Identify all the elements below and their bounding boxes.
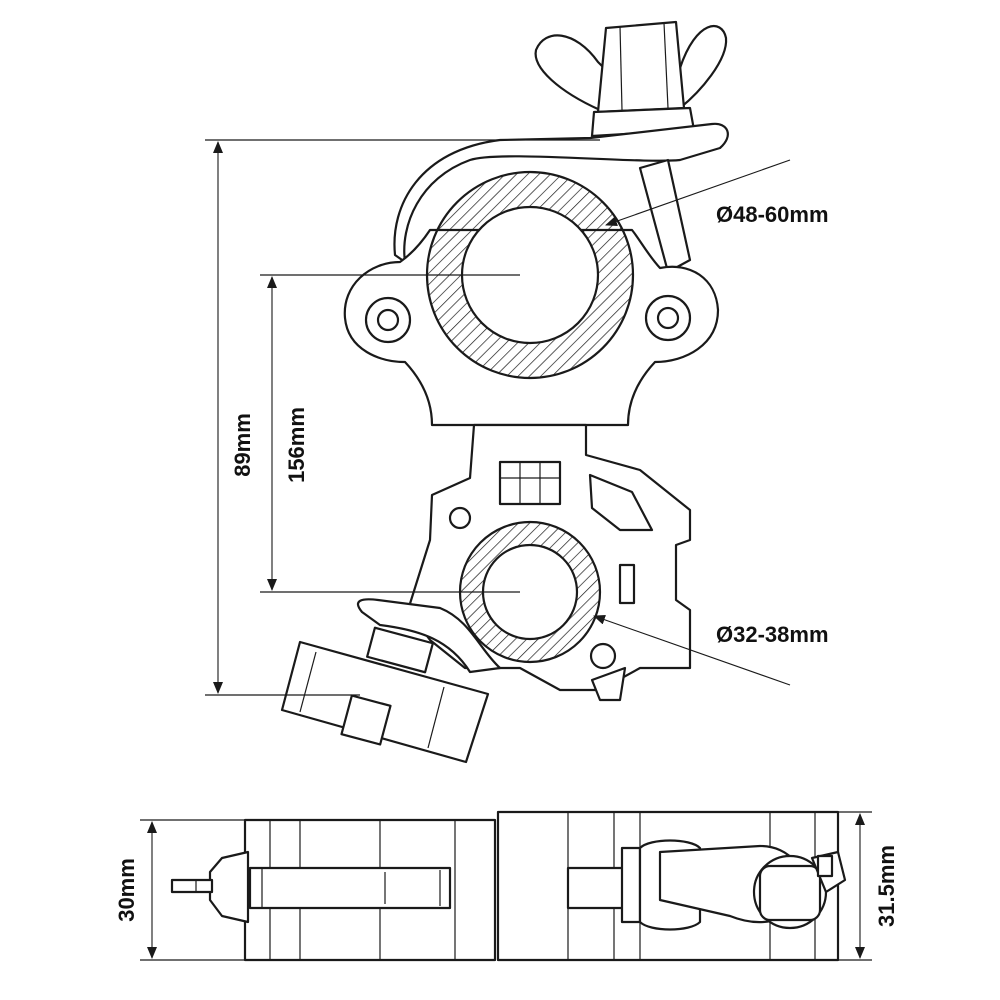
leader-lines [593, 159, 791, 686]
label-outer-tube: Ø48-60mm [716, 202, 829, 227]
tube-section-large [425, 170, 635, 380]
lower-lever [356, 598, 502, 674]
dimension-arrows-front [213, 141, 277, 694]
wing-nut-bottom [280, 626, 490, 764]
wing-nut-top [534, 20, 728, 138]
centerlines [205, 139, 600, 696]
label-inner-tube: Ø32-38mm [716, 622, 829, 647]
front-view: Ø48-60mm Ø32-38mm 89mm 156mm [205, 20, 829, 764]
label-center-distance: 156mm [284, 407, 309, 483]
label-width-left: 30mm [114, 858, 139, 922]
label-height-overall: 89mm [230, 413, 255, 477]
label-width-right: 31.5mm [874, 845, 899, 927]
upper-lever [393, 122, 729, 274]
dimension-arrows-side [140, 811, 872, 961]
side-view: 30mm 31.5mm [114, 810, 899, 962]
side-view-left [170, 818, 497, 962]
side-view-right [496, 810, 847, 962]
